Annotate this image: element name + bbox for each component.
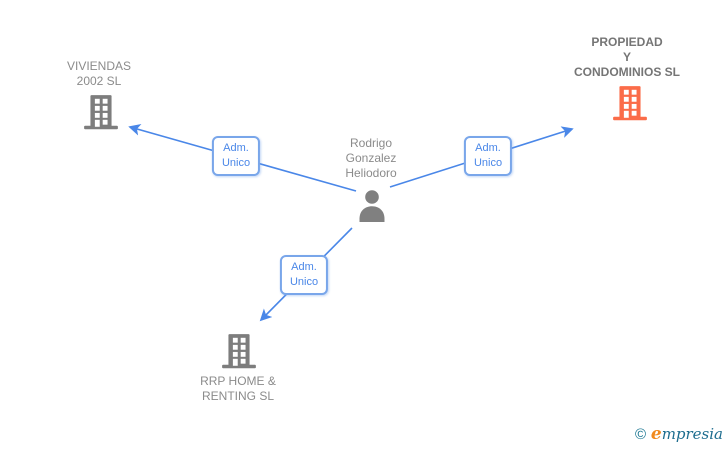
empresia-watermark: © empresia (635, 424, 723, 444)
edge-label-adm-unico[interactable]: Adm. Unico (279, 255, 329, 295)
company-label-viviendas[interactable]: VIVIENDAS 2002 SL (66, 59, 132, 88)
company-label-rrp[interactable]: RRP HOME & RENTING SL (200, 374, 276, 403)
building-icon[interactable] (82, 93, 120, 136)
brand-logo-initial: e (650, 424, 662, 444)
person-icon[interactable] (354, 188, 390, 229)
edge-label-adm-unico[interactable]: Adm. Unico (463, 136, 513, 176)
building-icon[interactable] (220, 332, 258, 375)
building-icon[interactable] (611, 84, 649, 127)
copyright-symbol: © (635, 426, 647, 443)
edge-label-adm-unico[interactable]: Adm. Unico (211, 136, 261, 176)
company-label-propiedad[interactable]: PROPIEDAD Y CONDOMINIOS SL (573, 35, 680, 79)
brand-logo-text: mpresia (661, 425, 723, 443)
person-label[interactable]: Rodrigo Gonzalez Heliodoro (345, 136, 397, 180)
